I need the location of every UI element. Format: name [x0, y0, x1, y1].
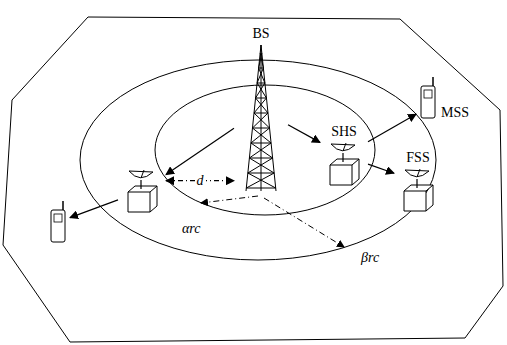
tower-icon [236, 43, 286, 193]
node-label: FSS [405, 150, 430, 165]
radius-label: αrc [181, 221, 202, 236]
phone-icon [48, 200, 68, 244]
edge-label: d [195, 173, 206, 188]
outer-ring [80, 60, 436, 260]
shs-icon [322, 141, 366, 187]
mobile-station: MSS [418, 76, 470, 120]
radius-label: βrc [360, 250, 380, 265]
inner-ring [155, 85, 375, 215]
shs-terminal: SHS [322, 124, 366, 187]
fss-icon [396, 167, 440, 213]
link-arrow [70, 200, 118, 218]
mobile-station [48, 200, 68, 244]
beta-radius-line [264, 198, 344, 247]
node-label: BS [251, 26, 270, 41]
link-arrow [288, 125, 320, 143]
link-arrow [166, 128, 234, 174]
base-station: BS [236, 26, 286, 193]
fixed-station: FSS [396, 150, 440, 213]
shs-terminal [120, 168, 164, 214]
node-label: MSS [440, 105, 470, 120]
link-arrow [368, 164, 394, 173]
alpha-radius-line [201, 196, 258, 203]
node-label: SHS [330, 124, 358, 139]
shs-icon [120, 168, 164, 214]
phone-icon [418, 76, 438, 120]
hexagonal-cell [3, 17, 503, 342]
link-arrow [368, 114, 416, 142]
